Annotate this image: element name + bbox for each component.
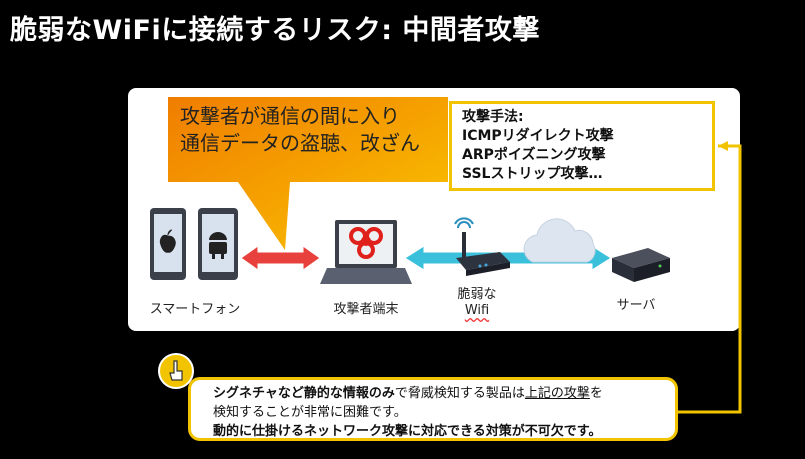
note-text: で脅威検知する製品は bbox=[394, 386, 525, 401]
technique-item: ARPポイズニング攻撃 bbox=[462, 147, 606, 163]
callout-text: 攻撃者が通信の間に入り 通信データの盗聴、改ざん bbox=[180, 103, 420, 157]
server-icon bbox=[612, 248, 670, 282]
note-text-end: を bbox=[589, 386, 603, 401]
warning-note: シグネチャなど静的な情報のみで脅威検知する製品は上記の攻撃を 検知することが非常… bbox=[188, 377, 678, 441]
router-icon bbox=[454, 217, 510, 276]
note-line-1: シグネチャなど静的な情報のみで脅威検知する製品は上記の攻撃を bbox=[213, 384, 665, 403]
android-icon bbox=[209, 232, 227, 259]
attacker-label: 攻撃者端末 bbox=[333, 302, 399, 317]
smartphone-label: スマートフォン bbox=[149, 302, 241, 317]
note-line-3: 動的に仕掛けるネットワーク攻撃に対応できる対策が不可欠です。 bbox=[213, 424, 602, 439]
android-phone-icon bbox=[198, 208, 238, 280]
technique-item: ICMPリダイレクト攻撃 bbox=[462, 128, 614, 144]
connector-line bbox=[678, 144, 742, 414]
callout-line-2: 通信データの盗聴、改ざん bbox=[180, 131, 420, 155]
attacker-laptop-icon bbox=[320, 220, 412, 284]
note-line-2: 検知することが非常に困難です。 bbox=[213, 405, 407, 420]
apple-icon bbox=[159, 229, 176, 253]
iphone-icon bbox=[150, 208, 186, 280]
wifi-label: 脆弱な Wifi bbox=[447, 287, 507, 319]
attack-techniques-box: 攻撃手法: ICMPリダイレクト攻撃 ARPポイズニング攻撃 SSLストリップ攻… bbox=[449, 101, 715, 191]
callout-line-1: 攻撃者が通信の間に入り bbox=[180, 104, 400, 128]
server-label: サーバ bbox=[616, 298, 656, 313]
cloud-icon bbox=[523, 218, 596, 263]
wifi-label-line-2: Wifi bbox=[464, 303, 490, 318]
techniques-heading: 攻撃手法: bbox=[462, 109, 524, 125]
biohazard-icon bbox=[349, 227, 383, 259]
technique-item: SSLストリップ攻撃… bbox=[462, 166, 603, 182]
wifi-label-line-1: 脆弱な bbox=[457, 287, 497, 302]
note-underline: 上記の攻撃 bbox=[524, 386, 590, 401]
hand-pointer-icon bbox=[158, 353, 194, 389]
note-emphasis: シグネチャなど静的な情報のみ bbox=[213, 386, 395, 401]
red-double-arrow bbox=[240, 245, 321, 271]
page-title: 脆弱なWiFiに接続するリスク: 中間者攻撃 bbox=[10, 15, 540, 46]
